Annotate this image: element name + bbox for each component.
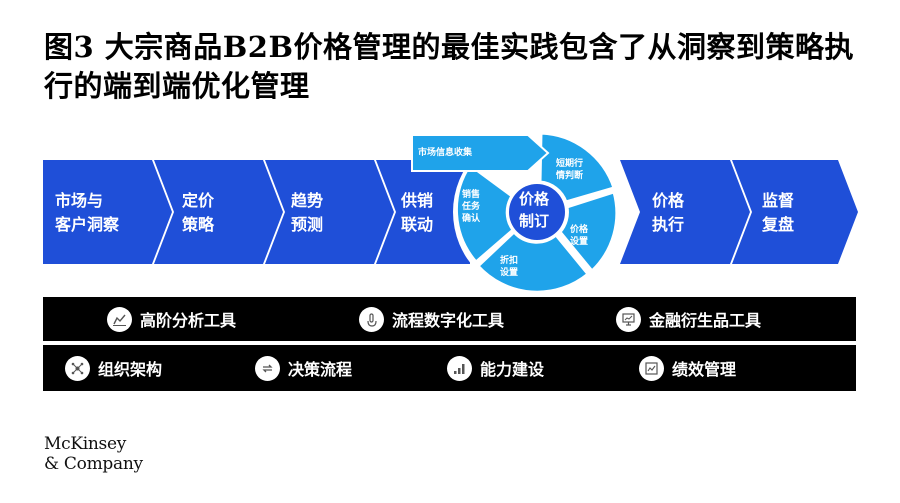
tool-financial-derivatives: 金融衍生品工具 [616, 301, 761, 337]
cycle-label-price-setting: 价格 设置 [570, 225, 589, 247]
process-label-5: 价格 执行 [652, 191, 685, 234]
capability-building: 能力建设 [447, 350, 544, 386]
dashboard-icon [639, 355, 664, 381]
analytics-chart-icon [107, 306, 132, 332]
tool-process-digital: 流程数字化工具 [359, 301, 504, 337]
capability-org-structure: 组织架构 [65, 350, 162, 386]
cycle-label-short-term: 短期行 情判断 [556, 159, 584, 181]
cycle-center [509, 184, 565, 240]
chevron-market-insight [43, 160, 172, 264]
bar-growth-icon [447, 355, 472, 381]
network-icon [65, 355, 90, 381]
cycle-label-sales-task: 销售 任务 确认 [462, 190, 481, 224]
chevron-price-execution [620, 160, 750, 264]
process-flow-diagram [43, 131, 858, 294]
process-label-3: 趋势 预测 [291, 191, 324, 234]
process-label-4: 供销 联动 [401, 191, 434, 234]
cycle-banner-market-info [411, 134, 550, 172]
chevron-trend-forecast [265, 160, 394, 264]
tool-advanced-analytics: 高阶分析工具 [107, 301, 236, 337]
process-label-2: 定价 策略 [182, 191, 215, 234]
capability-decision-process: 决策流程 [255, 350, 352, 386]
cycle-arrows-icon [255, 355, 280, 381]
chevron-pricing-strategy [154, 160, 283, 264]
mckinsey-logo: McKinsey & Company [44, 434, 143, 474]
monitor-chart-icon [616, 306, 641, 332]
cycle-label-market-info: 市场信息收集 [418, 148, 473, 158]
cycle-segment-sales-task [454, 162, 516, 265]
page-title: 图3 大宗商品B2B价格管理的最佳实践包含了从洞察到策略执行的端到端优化管理 [44, 30, 854, 103]
touch-hand-icon [359, 306, 384, 332]
cycle-center-label: 价格 制订 [519, 190, 550, 230]
cycle-segment-discount [475, 229, 591, 294]
tools-bar-1: 高阶分析工具 流程数字化工具 金融衍生品工具 [43, 297, 856, 341]
process-label-1: 市场与 客户洞察 [55, 191, 120, 234]
process-label-6: 监督 复盘 [762, 191, 795, 234]
chevron-supply-sales [376, 160, 470, 264]
chevron-supervise-review [732, 160, 858, 264]
cycle-segment-short-term [538, 131, 616, 204]
capability-performance: 绩效管理 [639, 350, 736, 386]
cycle-label-discount: 折扣 设置 [500, 256, 519, 278]
tools-bar-2: 组织架构 决策流程 能力建设 绩效管理 [43, 345, 856, 391]
cycle-segment-price-setting [558, 190, 619, 274]
